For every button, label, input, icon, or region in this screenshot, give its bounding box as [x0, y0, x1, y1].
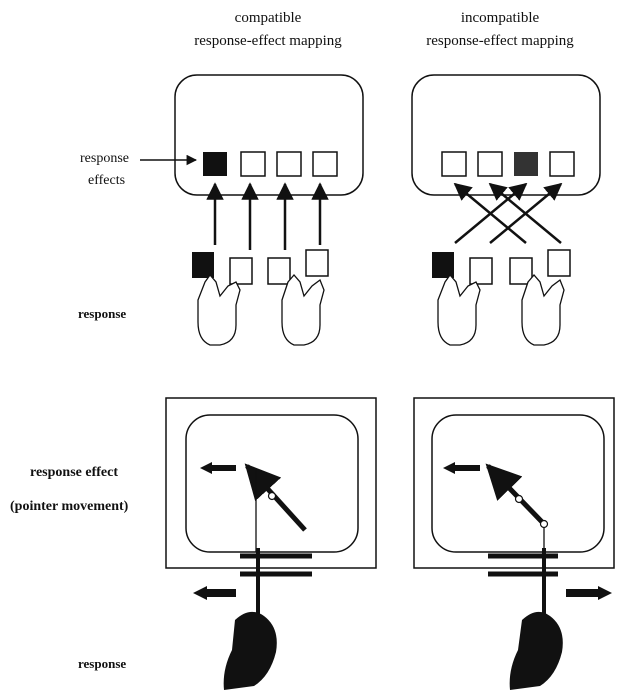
pointer-joint	[514, 494, 524, 504]
compatible-key-4	[305, 249, 329, 277]
compatible-monitor-screen	[185, 414, 359, 553]
hand-two-fingers-icon	[437, 273, 481, 346]
response-effect-label-line2: (pointer movement)	[10, 499, 129, 514]
pointer-joint	[539, 519, 549, 529]
response-effect-label-line1: response effect	[30, 465, 118, 480]
incompatible-key-2	[469, 257, 493, 285]
incompatible-arrow-4	[488, 182, 562, 244]
arrow-left-icon	[193, 586, 236, 600]
arrow-left-icon	[443, 462, 480, 474]
incompatible-monitor-frame	[413, 397, 615, 569]
hand-two-fingers-icon	[197, 273, 241, 346]
compatible-panel	[174, 74, 364, 346]
incompatible-effect-3	[514, 152, 538, 176]
hand-two-fingers-icon	[281, 274, 325, 346]
pointer-line	[485, 463, 546, 526]
compatible-effect-3	[276, 151, 302, 177]
response-label-top: response	[78, 306, 126, 321]
compatible-effect-2	[240, 151, 266, 177]
incompatible-effect-1	[441, 151, 467, 177]
hand-grip-icon	[509, 611, 563, 690]
compatible-key-2	[229, 257, 253, 285]
response-effects-label-line1: response	[80, 151, 129, 166]
pointer-line	[244, 463, 307, 532]
incompatible-title-line1: incompatible	[461, 10, 540, 26]
compatible-title-line1: compatible	[235, 10, 302, 26]
incompatible-monitor	[413, 397, 615, 690]
incompatible-effect-2	[477, 151, 503, 177]
arrow-left-icon	[200, 462, 236, 474]
incompatible-monitor-screen	[431, 414, 605, 553]
hand-grip-icon	[223, 611, 277, 690]
compatible-key-3	[267, 257, 291, 285]
compatible-display-box	[174, 74, 364, 196]
incompatible-arrow-3	[453, 182, 527, 244]
arrow-right-icon	[566, 586, 612, 600]
incompatible-key-3	[509, 257, 533, 285]
pointer-joint	[267, 491, 277, 501]
compatible-monitor	[165, 397, 377, 690]
response-label-bottom: response	[78, 656, 126, 671]
hand-two-fingers-icon	[521, 274, 565, 346]
response-effects-label-line2: effects	[88, 173, 125, 188]
compatible-key-1	[192, 252, 214, 278]
incompatible-title-line2: response-effect mapping	[426, 33, 574, 49]
compatible-monitor-frame	[165, 397, 377, 569]
incompatible-key-4	[547, 249, 571, 277]
compatible-effect-1	[203, 152, 227, 176]
compatible-effect-4	[312, 151, 338, 177]
incompatible-effect-4	[549, 151, 575, 177]
incompatible-display-box	[411, 74, 601, 196]
compatible-title-line2: response-effect mapping	[194, 33, 342, 49]
incompatible-panel	[411, 74, 601, 346]
incompatible-key-1	[432, 252, 454, 278]
